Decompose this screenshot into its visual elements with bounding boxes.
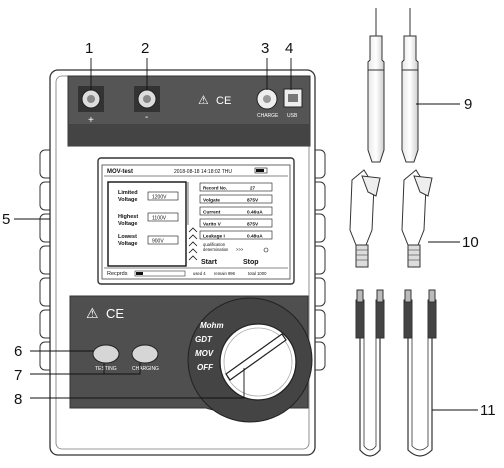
callout-11: 11: [480, 402, 496, 419]
volgate-label: Volgate: [203, 198, 220, 204]
volgate-row: Volgate 875V: [199, 194, 273, 204]
varito-row: Varito V 875V: [199, 218, 273, 228]
qualification-label-1: qualification: [203, 242, 226, 247]
records-label: Recprds: [107, 271, 128, 277]
lowest-value: 900V: [152, 239, 164, 245]
leakage-row: Leakage I 0.48uA: [199, 230, 273, 240]
start-softkey[interactable]: Start: [201, 259, 218, 266]
records-remain: remain 996: [214, 271, 236, 276]
ce-mark-lower: CE: [106, 306, 124, 321]
qualification-arrow: >>>: [236, 247, 244, 252]
records-total: total 1000: [248, 271, 267, 276]
leakage-label: Leakage I: [203, 234, 226, 240]
highest-label-2: Voltage: [118, 221, 137, 227]
knob-position-off: OFF: [197, 363, 214, 372]
record-row: Record No. 27: [199, 182, 273, 192]
lowest-label-1: Lowest: [118, 234, 137, 240]
test-leads: [355, 289, 437, 457]
callout-4: 4: [285, 40, 293, 57]
charge-label: CHARGE: [257, 113, 279, 119]
callout-1: 1: [85, 40, 93, 57]
volgate-value: 875V: [247, 198, 259, 204]
lcd-screen: MOV-test 2018-08-18 14:18:02 THU Limited…: [97, 157, 295, 285]
record-value: 27: [250, 186, 256, 191]
charging-label: CHARGING: [132, 366, 159, 372]
qualification-indicator: [263, 247, 269, 253]
current-label: Current: [203, 210, 221, 216]
current-row: Current 0.46uA: [199, 206, 273, 216]
testing-label: TESTING: [95, 366, 117, 372]
minus-label: -: [145, 112, 148, 123]
record-label: Record No.: [203, 186, 227, 191]
records-used: used 4: [193, 271, 206, 276]
limited-label-2: Voltage: [118, 197, 137, 203]
testing-led: [92, 344, 120, 364]
callout-5: 5: [2, 211, 10, 228]
callout-7: 7: [14, 367, 22, 384]
callout-9: 9: [464, 96, 472, 113]
lowest-label-2: Voltage: [118, 241, 137, 247]
highest-label-1: Highest: [118, 214, 138, 220]
limited-label-1: Limited: [118, 190, 138, 196]
knob-position-gdt: GDT: [195, 335, 213, 344]
leakage-value: 0.48uA: [247, 234, 263, 240]
warning-icon-lower: ⚠: [86, 305, 99, 321]
callout-10: 10: [462, 234, 479, 251]
knob-position-mov: MOV: [195, 349, 214, 358]
varito-label: Varito V: [203, 222, 222, 228]
alligator-clips: [349, 169, 433, 268]
app-name: MOV-test: [107, 169, 133, 175]
callout-lines: [14, 58, 478, 411]
callout-2: 2: [141, 40, 149, 57]
knob-position-mohm: Mohm: [200, 321, 224, 330]
battery-icon: [254, 167, 268, 174]
ce-mark: CE: [216, 95, 231, 107]
charging-led: [131, 344, 159, 364]
chevrons-icon: [188, 227, 198, 261]
callout-8: 8: [14, 391, 22, 408]
rotary-selector[interactable]: Mohm GDT MOV OFF: [187, 297, 313, 423]
qualification-label-2: determination: [203, 247, 229, 252]
current-value: 0.46uA: [247, 210, 263, 216]
limited-value: 1200V: [152, 195, 167, 201]
highest-value: 1100V: [152, 216, 167, 222]
varito-value: 875V: [247, 222, 259, 228]
callout-3: 3: [261, 40, 269, 57]
knob-pointer: [225, 333, 287, 381]
records-bar: [134, 270, 186, 277]
top-connector-panel: + - ⚠ CE CHARGE USB: [67, 75, 311, 147]
callout-6: 6: [14, 343, 22, 360]
test-probes: [367, 8, 419, 163]
datetime: 2018-08-18 14:18:02 THU: [174, 169, 232, 175]
warning-icon: ⚠: [198, 93, 209, 107]
stop-softkey[interactable]: Stop: [243, 259, 259, 266]
usb-label: USB: [287, 113, 298, 119]
plus-label: +: [88, 115, 94, 126]
